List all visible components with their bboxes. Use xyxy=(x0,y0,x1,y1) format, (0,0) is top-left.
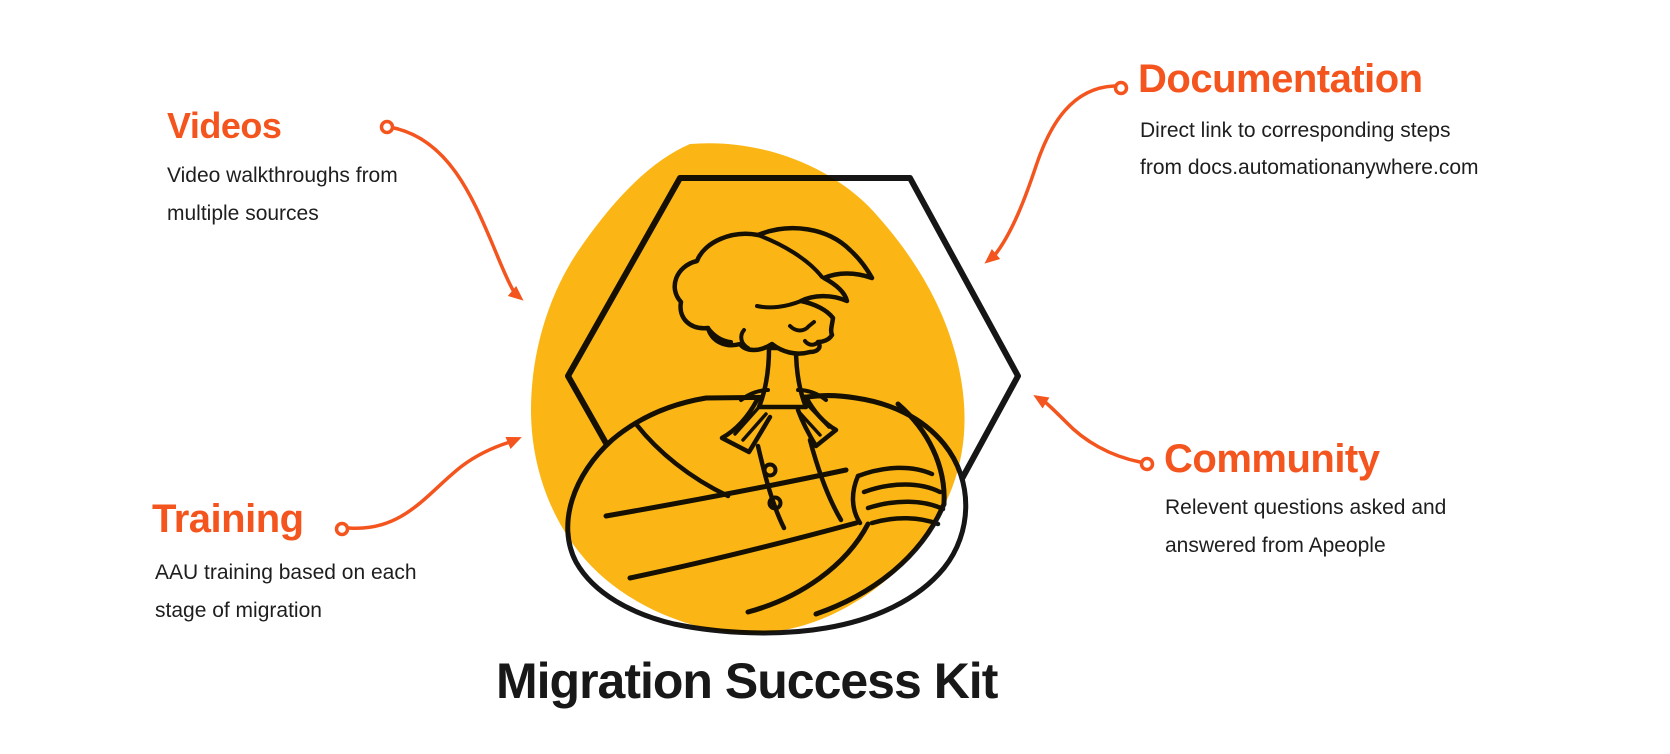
community-description: Relevent questions asked and answered fr… xyxy=(1165,489,1446,565)
community-description-line2: answered from Apeople xyxy=(1165,534,1386,557)
community-description-line1: Relevent questions asked and xyxy=(1165,496,1447,519)
documentation-description: Direct link to corresponding steps from … xyxy=(1140,112,1479,186)
videos-description-line1: Video walkthroughs from xyxy=(167,164,398,187)
training-title: Training xyxy=(152,497,304,541)
documentation-description-line1: Direct link to corresponding steps xyxy=(1140,119,1451,142)
yellow-blob xyxy=(531,143,965,634)
training-description-line1: AAU training based on each xyxy=(155,561,417,584)
training-description-line2: stage of migration xyxy=(155,599,322,622)
videos-description-line2: multiple sources xyxy=(167,202,319,225)
videos-title: Videos xyxy=(167,105,282,146)
documentation-title: Documentation xyxy=(1138,57,1423,101)
training-description: AAU training based on each stage of migr… xyxy=(155,554,417,630)
documentation-arrow xyxy=(984,80,1129,264)
videos-description: Video walkthroughs from multiple sources xyxy=(167,157,398,233)
documentation-description-line2: from docs.automationanywhere.com xyxy=(1140,156,1479,179)
videos-arrow xyxy=(379,119,524,301)
community-title: Community xyxy=(1164,437,1380,481)
training-arrow xyxy=(334,437,522,537)
community-arrow xyxy=(1033,395,1155,472)
page-title: Migration Success Kit xyxy=(496,653,998,709)
